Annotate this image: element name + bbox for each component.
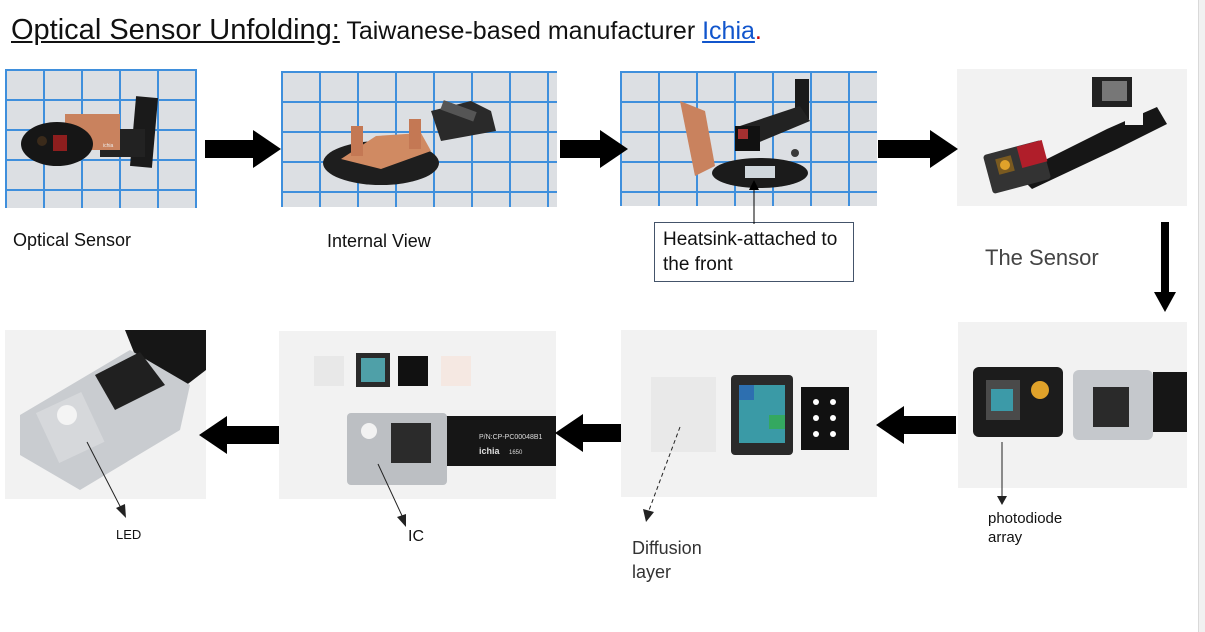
label-photodiode: photodiode array xyxy=(988,510,1063,546)
ichia-link[interactable]: Ichia xyxy=(702,17,755,45)
pointer-diffusion xyxy=(643,426,681,522)
photo-ic: P/N:CP-PC00048B1 ichia 1650 xyxy=(279,331,556,499)
pointer-heatsink xyxy=(749,180,759,224)
arrow-right-2 xyxy=(560,130,628,168)
photo-led xyxy=(5,330,206,499)
title-end: . xyxy=(754,17,762,45)
ic-part-number: P/N:CP-PC00048B1 xyxy=(479,434,543,441)
label-led: LED xyxy=(116,527,142,542)
scrollbar[interactable] xyxy=(1199,0,1205,632)
photo-heatsink-disassembled xyxy=(620,71,877,206)
pointer-ic xyxy=(377,463,406,527)
label-internal-view: Internal View xyxy=(327,231,431,251)
label-the-sensor: The Sensor xyxy=(985,245,1099,270)
page-title: Optical Sensor Unfolding: Taiwanese-base… xyxy=(11,14,762,47)
arrow-left-3 xyxy=(199,416,279,454)
label-optical-sensor: Optical Sensor xyxy=(13,230,132,250)
arrow-right-3 xyxy=(878,130,958,168)
photo-diffusion xyxy=(621,330,877,497)
arrow-left-2 xyxy=(555,414,621,452)
pointer-photodiode xyxy=(997,442,1007,505)
photo-the-sensor xyxy=(957,69,1187,206)
arrow-down xyxy=(1154,222,1176,312)
label-ic: IC xyxy=(408,528,424,545)
ic-brand: ichia xyxy=(479,446,501,456)
pointer-led xyxy=(86,441,126,518)
callout-heatsink: Heatsink-attached to the front xyxy=(654,222,854,282)
label-diffusion: Diffusion layer xyxy=(632,538,702,582)
svg-text:ichia: ichia xyxy=(103,143,114,149)
arrow-left-1 xyxy=(876,406,956,444)
ic-code: 1650 xyxy=(509,450,523,456)
title-main: Optical Sensor Unfolding: xyxy=(11,14,340,46)
photo-optical-sensor: ichia xyxy=(5,69,197,208)
arrow-right-1 xyxy=(205,130,281,168)
photo-internal-view xyxy=(281,71,557,207)
photo-photodiode xyxy=(958,322,1187,488)
title-text: Taiwanese-based manufacturer xyxy=(339,17,703,45)
